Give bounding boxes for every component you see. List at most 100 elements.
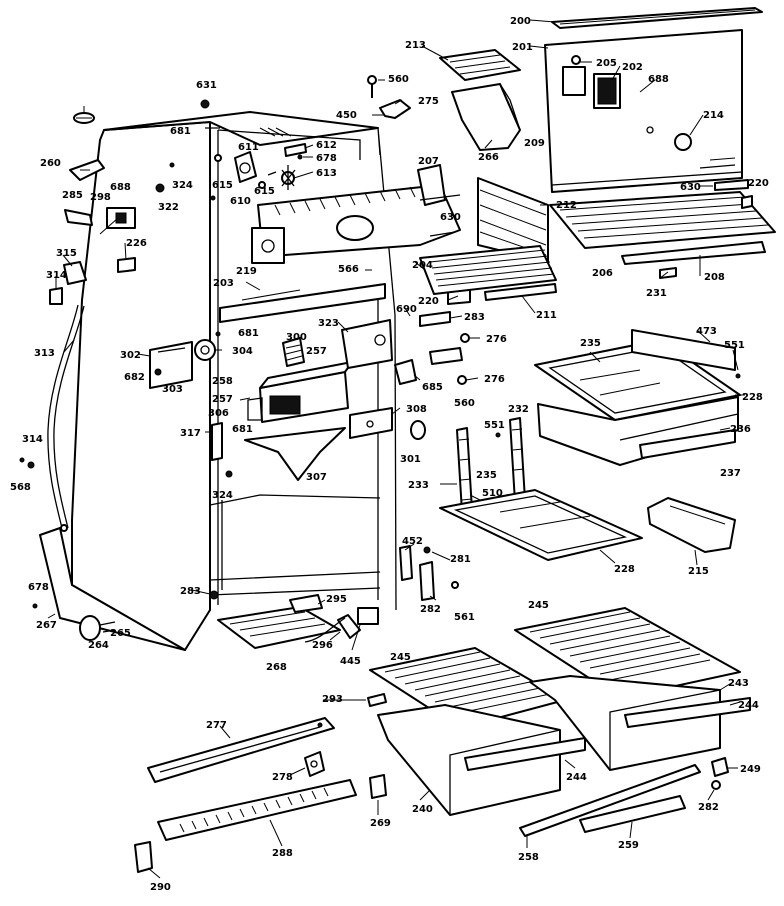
- part-label: 220: [418, 296, 439, 307]
- part-label: 314: [46, 270, 67, 281]
- middle-shelves: [439, 329, 741, 561]
- part-label: 257: [306, 346, 327, 357]
- part-label: 682: [124, 372, 145, 383]
- part-label: 207: [418, 156, 439, 167]
- part-label: 257: [212, 394, 233, 405]
- ice-maker: [49, 143, 461, 305]
- part-label: 231: [646, 288, 667, 299]
- part-label: 610: [230, 196, 251, 207]
- part-label: 249: [740, 764, 761, 775]
- part-label: 228: [614, 564, 635, 575]
- part-label: 209: [524, 138, 545, 149]
- part-label: 611: [238, 142, 259, 153]
- part-label: 213: [405, 40, 426, 51]
- part-label: 302: [120, 350, 141, 361]
- part-label: 226: [126, 238, 147, 249]
- ice-tray-and-bin: [439, 49, 521, 151]
- part-label: 613: [316, 168, 337, 179]
- part-label: 264: [88, 640, 109, 651]
- part-label: 324: [172, 180, 193, 191]
- part-label: 288: [272, 848, 293, 859]
- part-label: 631: [196, 80, 217, 91]
- part-label: 276: [484, 374, 505, 385]
- part-label: 282: [698, 802, 719, 813]
- part-label: 295: [326, 594, 347, 605]
- part-label: 211: [536, 310, 557, 321]
- part-label: 215: [688, 566, 709, 577]
- part-label: 235: [476, 470, 497, 481]
- part-label: 283: [464, 312, 485, 323]
- part-label: 259: [618, 840, 639, 851]
- part-label: 202: [622, 62, 643, 73]
- part-label: 276: [486, 334, 507, 345]
- part-label: 214: [703, 110, 724, 121]
- part-label: 236: [730, 424, 751, 435]
- part-label: 630: [680, 182, 701, 193]
- part-label: 313: [34, 348, 55, 359]
- part-label: 612: [316, 140, 337, 151]
- part-label: 219: [236, 266, 257, 277]
- part-label: 301: [400, 454, 421, 465]
- control-assemblies: [19, 283, 471, 481]
- part-label: 681: [170, 126, 191, 137]
- lower-left-parts: [39, 527, 379, 651]
- part-label: 258: [212, 376, 233, 387]
- part-label: 208: [704, 272, 725, 283]
- part-label: 212: [556, 200, 577, 211]
- part-label: 260: [40, 158, 61, 169]
- part-label: 306: [208, 408, 229, 419]
- part-label: 281: [450, 554, 471, 565]
- part-label: 630: [440, 212, 461, 223]
- part-label: 220: [748, 178, 769, 189]
- cabinet-body: [71, 111, 397, 651]
- part-label: 265: [110, 628, 131, 639]
- part-label: 561: [454, 612, 475, 623]
- part-label: 324: [212, 490, 233, 501]
- part-label: 304: [232, 346, 253, 357]
- part-label: 445: [340, 656, 361, 667]
- part-label: 308: [406, 404, 427, 415]
- part-label: 450: [336, 110, 357, 121]
- part-label: 204: [412, 260, 433, 271]
- part-label: 615: [212, 180, 233, 191]
- part-label: 282: [420, 604, 441, 615]
- part-label: 560: [454, 398, 475, 409]
- part-label: 233: [408, 480, 429, 491]
- part-label: 269: [370, 818, 391, 829]
- part-label: 678: [28, 582, 49, 593]
- crisper-drawers: [367, 607, 751, 837]
- part-label: 307: [306, 472, 327, 483]
- part-label: 268: [266, 662, 287, 673]
- part-label: 228: [742, 392, 763, 403]
- front-rails: [134, 717, 387, 873]
- part-label: 235: [580, 338, 601, 349]
- part-label: 205: [596, 58, 617, 69]
- part-label: 245: [528, 600, 549, 611]
- part-label: 551: [484, 420, 505, 431]
- part-label: 285: [62, 190, 83, 201]
- mid-hardware: [32, 545, 459, 609]
- part-label: 568: [10, 482, 31, 493]
- part-label: 690: [396, 304, 417, 315]
- part-label: 267: [36, 620, 57, 631]
- part-label: 615: [254, 186, 275, 197]
- part-label: 278: [272, 772, 293, 783]
- part-label: 314: [22, 434, 43, 445]
- freezer-door-panel: [544, 7, 763, 193]
- part-label: 510: [482, 488, 503, 499]
- part-label: 322: [158, 202, 179, 213]
- part-label: 452: [402, 536, 423, 547]
- part-label: 298: [90, 192, 111, 203]
- part-label: 243: [728, 678, 749, 689]
- part-number-labels: 200 201 213 560 275 450 205 202 688 214 …: [10, 16, 769, 893]
- part-label: 290: [150, 882, 171, 893]
- part-label: 206: [592, 268, 613, 279]
- part-label: 203: [213, 278, 234, 289]
- part-label: 237: [720, 468, 741, 479]
- part-label: 681: [232, 424, 253, 435]
- part-label: 473: [696, 326, 717, 337]
- part-label: 323: [318, 318, 339, 329]
- part-label: 560: [388, 74, 409, 85]
